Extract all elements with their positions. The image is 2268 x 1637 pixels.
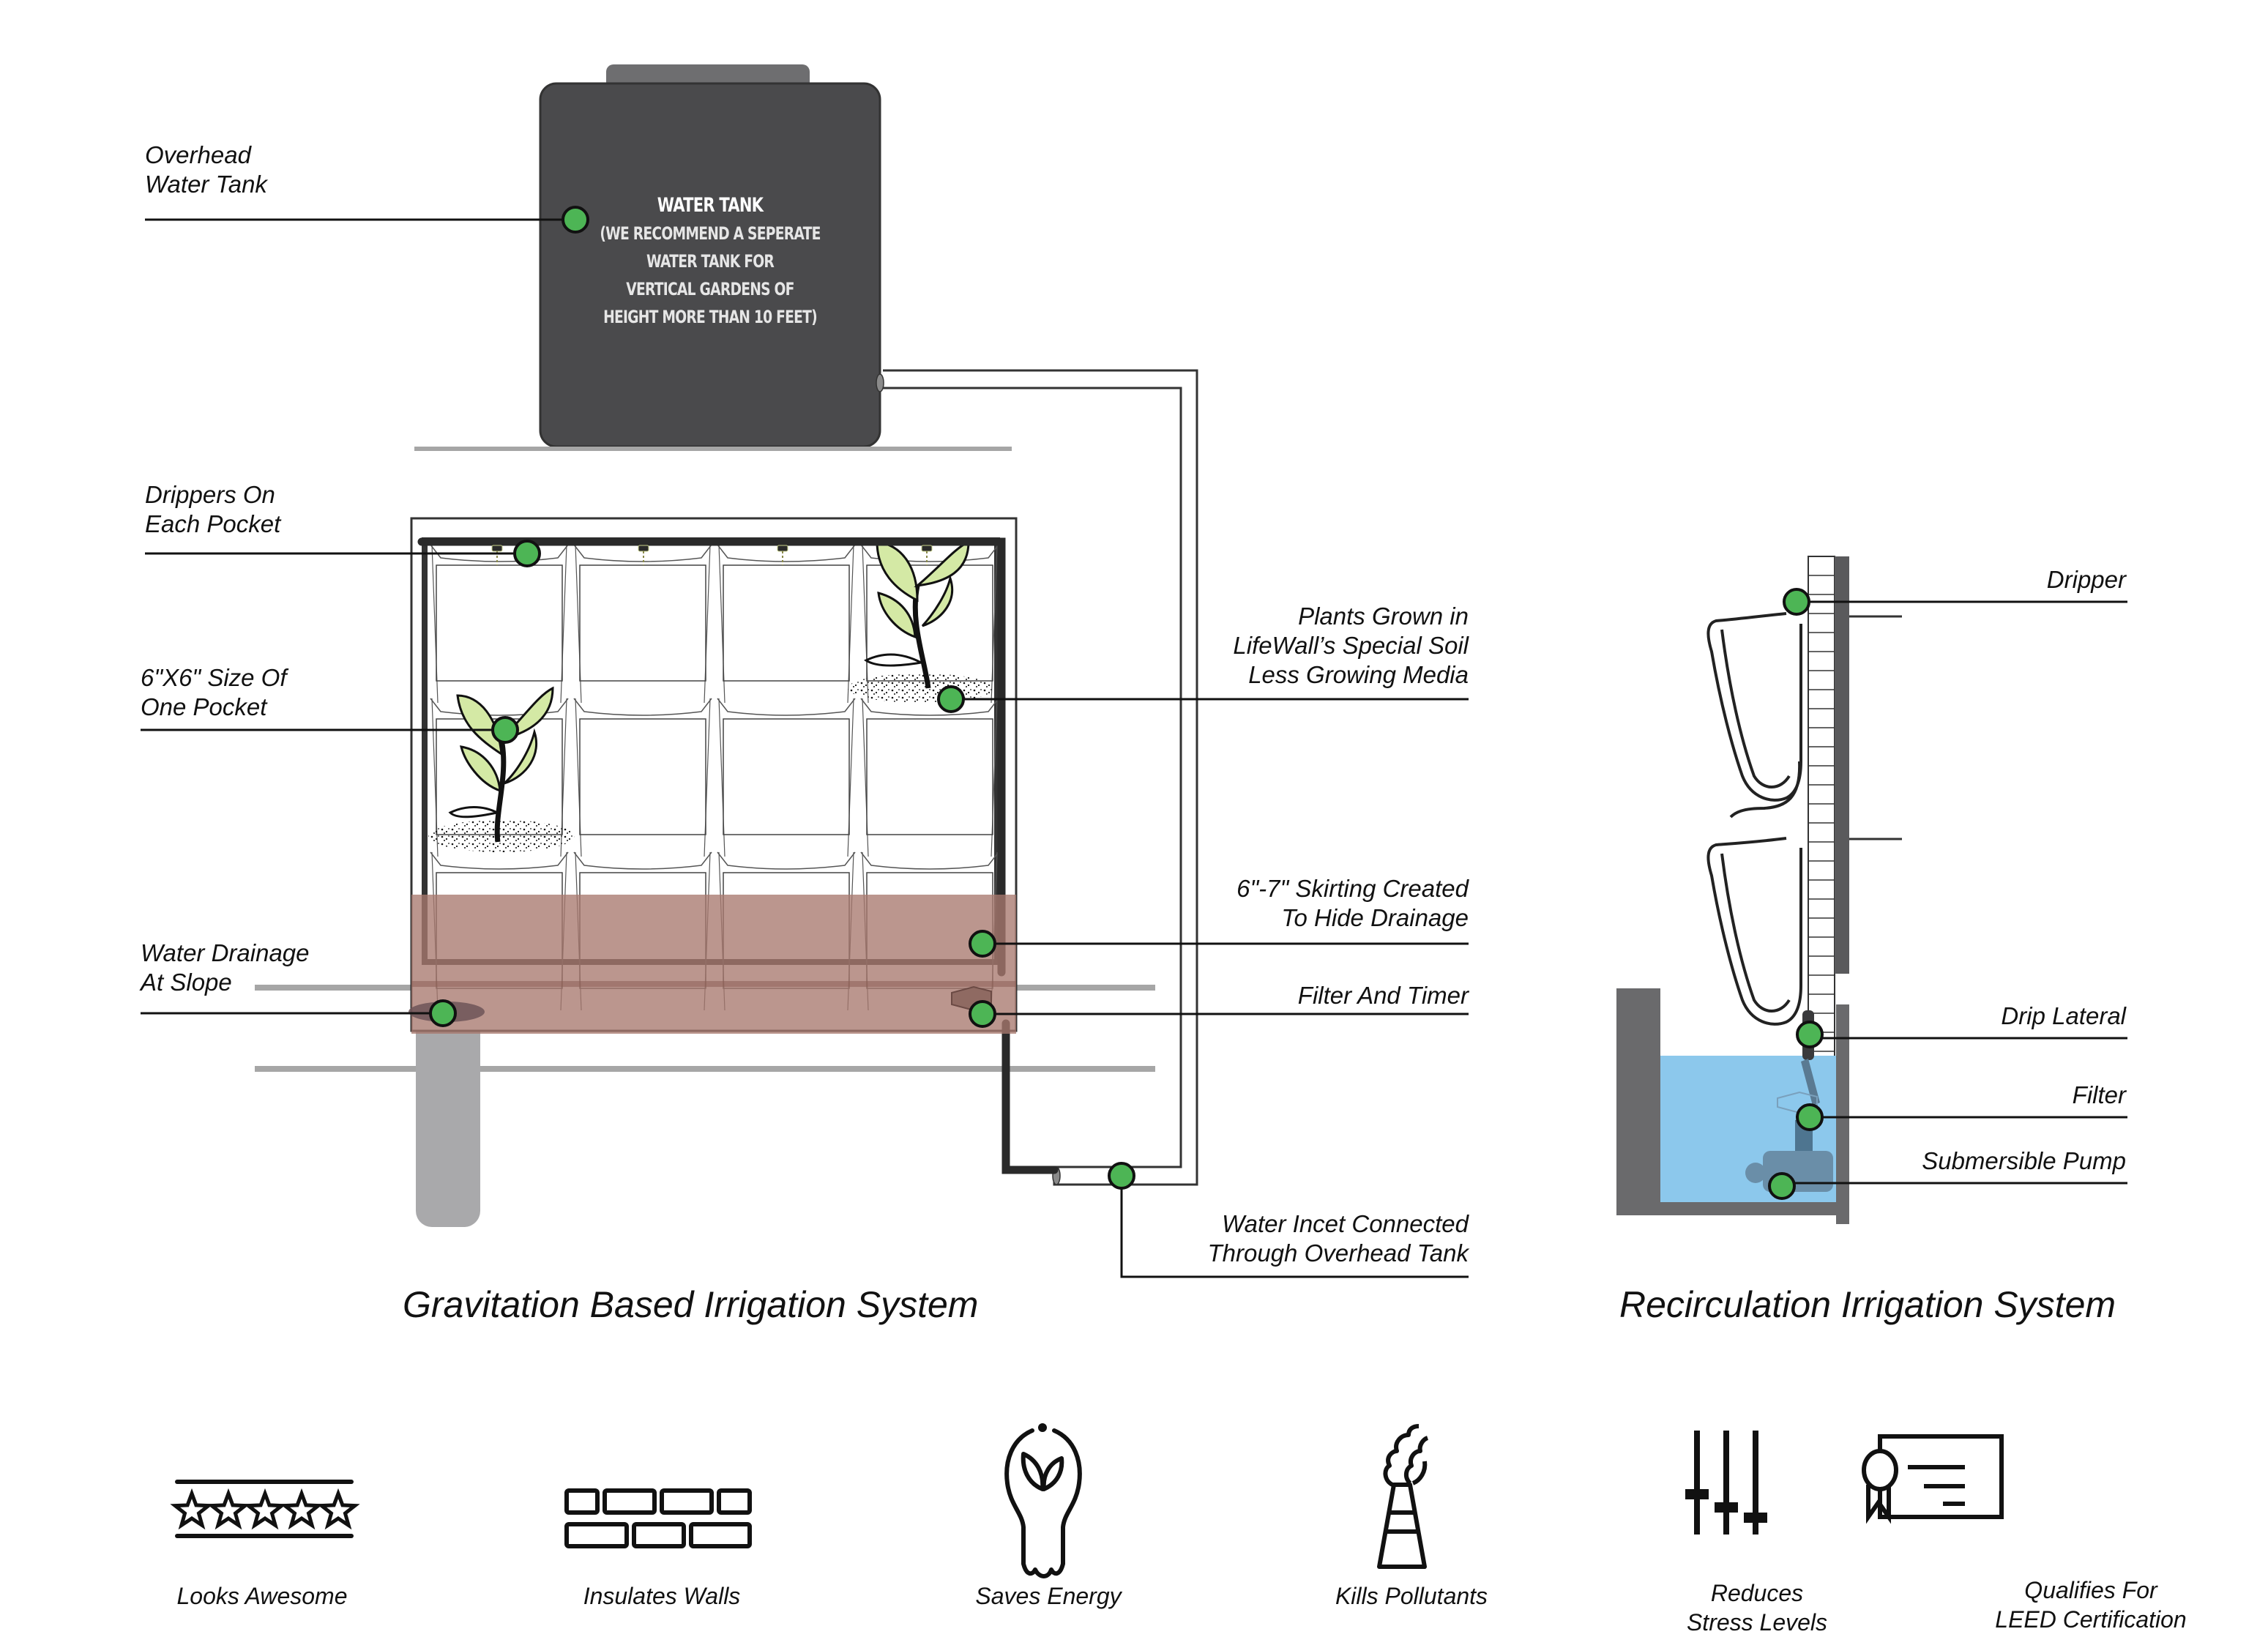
label-filter: Filter	[2072, 1081, 2126, 1108]
callout-marker	[1768, 1172, 1796, 1200]
star-icon	[280, 1488, 324, 1530]
recirculation-system-title: Recirculation Irrigation System	[1619, 1284, 2116, 1325]
dripper-icon	[638, 545, 649, 565]
label-drip-lateral: Drip Lateral	[2001, 1002, 2126, 1029]
feature-looks-awesome: Looks Awesome	[116, 1581, 409, 1611]
callout-marker	[513, 540, 541, 567]
side-pockets	[1706, 612, 1802, 1026]
label-skirting: 6"-7" Skirting Created To Hide Drainage	[1236, 875, 1469, 931]
star-icon	[170, 1488, 214, 1530]
callout-marker	[1796, 1021, 1824, 1048]
label-submersible-pump: Submersible Pump	[1922, 1147, 2126, 1174]
dripper-icon	[491, 545, 503, 565]
label-pocket-size: 6"X6" Size Of One Pocket	[141, 664, 287, 720]
drip-header-pipe	[417, 537, 1059, 1174]
star-icon	[206, 1488, 250, 1530]
feature-label: Kills Pollutants	[1335, 1583, 1488, 1609]
five-stars-icon	[170, 1480, 360, 1538]
water-tank-note-line: (WE RECOMMEND A SEPERATE	[600, 223, 821, 244]
dripper-icon	[777, 545, 788, 565]
star-icon	[243, 1488, 287, 1530]
recirculation-leader-lines	[1783, 600, 2127, 1185]
callout-marker	[491, 716, 519, 744]
callout-markers	[429, 206, 1824, 1200]
water-tank-note-line: VERTICAL GARDENS OF	[626, 279, 794, 299]
label-dripper: Dripper	[2046, 566, 2126, 593]
callout-marker	[1108, 1162, 1135, 1190]
label-water-drainage: Water Drainage At Slope	[141, 939, 310, 996]
water-tank-text: WATER TANK (WE RECOMMEND A SEPERATE WATE…	[590, 192, 830, 331]
callout-marker	[562, 206, 589, 234]
callout-marker	[969, 930, 996, 958]
dripper-icon	[921, 545, 933, 565]
feature-reduces-stress: Reduces Stress Levels	[1611, 1578, 1903, 1637]
star-icon	[316, 1488, 360, 1530]
drain-pipe	[416, 1010, 480, 1227]
label-water-inlet: Water Incet Connected Through Overhead T…	[1207, 1210, 1469, 1267]
water-tank-note-line: WATER TANK FOR	[646, 251, 775, 272]
sliders-icon	[1685, 1431, 1767, 1535]
skirting	[409, 895, 1016, 1034]
feature-saves-energy: Saves Energy	[902, 1581, 1195, 1611]
label-drippers-on-each-pocket: Drippers On Each Pocket	[145, 481, 281, 537]
callout-marker	[1796, 1103, 1824, 1131]
pocket	[430, 544, 569, 704]
water-tank-note-line: HEIGHT MORE THAN 10 FEET)	[603, 307, 818, 327]
gravitation-system-title: Gravitation Based Irrigation System	[403, 1284, 979, 1325]
pocket	[573, 698, 712, 857]
feature-insulates-walls: Insulates Walls	[515, 1581, 808, 1611]
brick-wall-icon	[564, 1488, 752, 1548]
feature-label: Saves Energy	[975, 1583, 1122, 1609]
label-plants-grown: Plants Grown in LifeWall’s Special Soil …	[1233, 603, 1469, 688]
pocket	[717, 544, 856, 704]
pocket	[717, 698, 856, 857]
feature-label: Insulates Walls	[583, 1583, 741, 1609]
leader-lines	[141, 218, 1469, 1278]
label-filter-and-timer: Filter And Timer	[1297, 982, 1469, 1009]
feature-leed-certification: Qualifies For LEED Certification	[1944, 1576, 2237, 1634]
feature-label: Qualifies For LEED Certification	[1995, 1577, 2187, 1633]
factory-chimney-icon	[1377, 1424, 1429, 1569]
callout-marker	[1783, 588, 1810, 616]
feature-kills-pollutants: Kills Pollutants	[1265, 1581, 1558, 1611]
feature-label: Reduces Stress Levels	[1686, 1580, 1828, 1636]
feature-label: Looks Awesome	[176, 1583, 348, 1609]
callout-marker	[937, 685, 965, 713]
label-overhead-water-tank: Overhead Water Tank	[145, 141, 267, 198]
leaf-bulb-icon	[1004, 1423, 1082, 1578]
pocket	[860, 698, 999, 857]
certificate-icon	[1862, 1434, 2004, 1524]
callout-marker	[969, 1000, 996, 1028]
overhead-water-tank	[414, 64, 1012, 451]
callout-marker	[429, 999, 457, 1027]
drippers	[491, 545, 933, 565]
water-tank-title: WATER TANK	[657, 194, 764, 217]
recirculation-wall	[1808, 556, 1902, 1224]
